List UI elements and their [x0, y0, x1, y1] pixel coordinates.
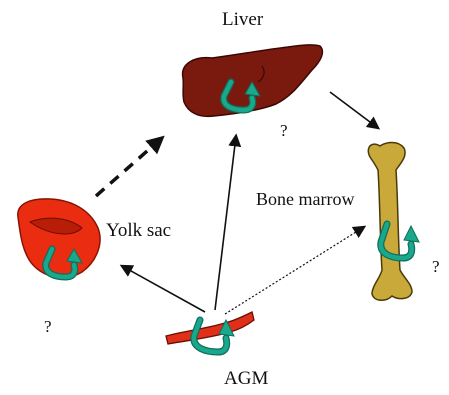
arrow-yolk-to-liver: [96, 138, 162, 196]
agm-label: AGM: [224, 369, 268, 388]
yolk-sac-question-mark: ?: [44, 318, 52, 335]
arrow-agm-to-yolk: [122, 266, 205, 312]
bone-shape: [368, 143, 412, 301]
agm-vessel: [166, 312, 254, 344]
yolk-sac-shape: [18, 199, 100, 278]
liver-question-mark: ?: [280, 122, 288, 139]
yolk-sac-organ: [18, 199, 100, 278]
yolk-sac-label: Yolk sac: [106, 221, 171, 240]
arrow-liver-to-bone: [330, 92, 378, 128]
liver-label: Liver: [222, 10, 263, 29]
arrow-agm-to-bone: [225, 227, 364, 314]
bone-organ: [368, 143, 412, 301]
agm-vessel-shape: [166, 312, 254, 344]
arrow-agm-to-liver: [215, 136, 236, 310]
bone-marrow-label: Bone marrow: [256, 190, 354, 208]
bone-marrow-question-mark: ?: [432, 258, 440, 275]
